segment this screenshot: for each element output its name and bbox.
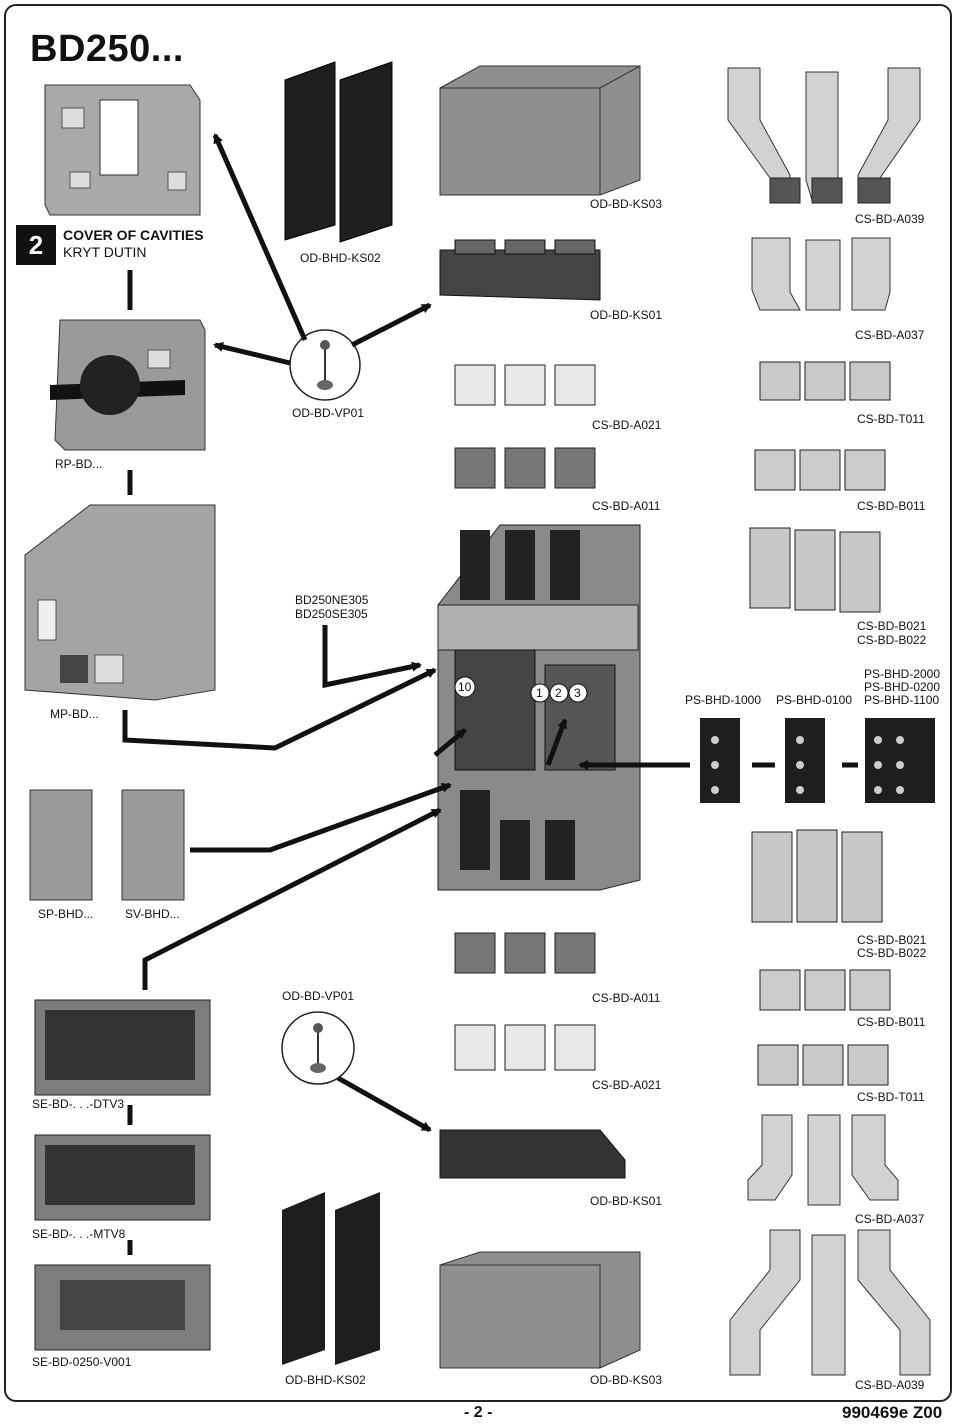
label-se-bd-dtv3: SE-BD-. . .-DTV3 — [32, 1097, 125, 1111]
od-bd-ks03-top-image — [439, 65, 641, 196]
label-cs-bd-a021-top: CS-BD-A021 — [592, 418, 662, 432]
cs-bd-a021-top-image — [454, 364, 596, 406]
cs-bd-a039-top-image — [727, 67, 921, 204]
sp-bhd-image — [29, 789, 93, 901]
cs-bd-b021-b022-bottom-image — [751, 829, 883, 923]
label-cs-bd-b022-top: CS-BD-B022 — [857, 633, 927, 647]
label-od-bd-ks01-bottom: OD-BD-KS01 — [590, 1194, 663, 1208]
rp-bd-image — [50, 319, 206, 451]
label-bd250ne305: BD250NE305 — [295, 593, 369, 607]
cs-bd-a037-top-image — [751, 237, 891, 311]
label-cs-bd-a037-top: CS-BD-A037 — [855, 328, 925, 342]
cover-top-image — [44, 84, 201, 216]
se-bd-mtv8-image — [34, 1134, 211, 1221]
ps-bhd-0100-image — [785, 718, 825, 803]
cs-bd-b021-b022-top-image — [749, 527, 881, 613]
label-cs-bd-a039-top: CS-BD-A039 — [855, 212, 925, 226]
connector-lines — [122, 270, 452, 1255]
label-cs-bd-b022-bottom: CS-BD-B022 — [857, 946, 927, 960]
od-bd-vp01-top-image — [289, 329, 361, 401]
label-cs-bd-b021-bottom: CS-BD-B021 — [857, 933, 927, 947]
label-ps-bhd-0100: PS-BHD-0100 — [776, 693, 853, 707]
od-bd-ks01-bottom-image — [439, 1129, 626, 1179]
label-cs-bd-b011-top: CS-BD-B011 — [857, 499, 926, 513]
page-number: - 2 - — [464, 1404, 493, 1421]
callout-10 — [454, 676, 476, 698]
callout-2-label: 2 — [555, 686, 562, 700]
label-cs-bd-a037-bottom: CS-BD-A037 — [855, 1212, 925, 1226]
od-bd-ks01-top-image — [439, 239, 601, 301]
label-sp-bhd: SP-BHD... — [38, 907, 94, 921]
label-sv-bhd: SV-BHD... — [125, 907, 180, 921]
ps-bhd-2000-image — [865, 718, 935, 803]
label-cs-bd-a039-bottom: CS-BD-A039 — [855, 1378, 925, 1392]
label-od-bd-ks03-top: OD-BD-KS03 — [590, 197, 663, 211]
document-code: 990469e Z00 — [842, 1403, 943, 1422]
label-ps-bhd-1100: PS-BHD-1100 — [864, 693, 940, 707]
cs-bd-t011-top-image — [759, 361, 891, 401]
callout-1-label: 1 — [536, 686, 543, 700]
label-od-bd-vp01-bottom: OD-BD-VP01 — [282, 989, 355, 1003]
assembly-arrows — [212, 133, 690, 1133]
cs-bd-a011-top-image — [454, 447, 596, 489]
cs-bd-a037-bottom-image — [747, 1114, 899, 1206]
callout-1 — [530, 683, 550, 703]
se-bd-dtv3-image — [34, 999, 211, 1096]
label-bd250se305: BD250SE305 — [295, 607, 368, 621]
od-bd-vp01-bottom-image — [281, 1011, 355, 1085]
label-cs-bd-t011-bottom: CS-BD-T011 — [857, 1090, 925, 1104]
label-od-bd-ks01-top: OD-BD-KS01 — [590, 308, 663, 322]
label-mp-bd: MP-BD... — [50, 707, 99, 721]
od-bd-ks03-bottom-image — [439, 1251, 641, 1369]
label-od-bhd-ks02-bottom: OD-BHD-KS02 — [285, 1373, 366, 1387]
callout-10-label: 10 — [458, 680, 472, 694]
callout-3 — [568, 683, 588, 703]
label-cs-bd-t011-top: CS-BD-T011 — [857, 412, 925, 426]
cs-bd-a011-bottom-image — [454, 932, 596, 974]
label-cs-bd-a011-top: CS-BD-A011 — [592, 499, 661, 513]
label-od-bd-ks03-bottom: OD-BD-KS03 — [590, 1373, 663, 1387]
label-cs-bd-a021-bottom: CS-BD-A021 — [592, 1078, 662, 1092]
label-se-bd-mtv8: SE-BD-. . .-MTV8 — [32, 1227, 126, 1241]
label-rp-bd: RP-BD... — [55, 457, 103, 471]
cs-bd-a021-bottom-image — [454, 1024, 596, 1071]
label-od-bhd-ks02-top: OD-BHD-KS02 — [300, 251, 381, 265]
label-ps-bhd-0200: PS-BHD-0200 — [864, 680, 941, 694]
callout-3-label: 3 — [574, 686, 581, 700]
label-se-bd-0250-v001: SE-BD-0250-V001 — [32, 1355, 132, 1369]
se-bd-0250-v001-image — [34, 1264, 211, 1351]
cs-bd-b011-top-image — [754, 449, 886, 491]
section-number-badge: 2 — [16, 225, 56, 265]
label-cs-bd-a011-bottom: CS-BD-A011 — [592, 991, 661, 1005]
sv-bhd-image — [121, 789, 185, 901]
mp-bd-image — [24, 504, 216, 701]
od-bhd-ks02-bottom-image — [282, 1192, 380, 1365]
cs-bd-t011-bottom-image — [757, 1044, 889, 1086]
od-bhd-ks02-top-image — [284, 61, 393, 243]
label-od-bd-vp01-top: OD-BD-VP01 — [292, 406, 365, 420]
label-ps-bhd-1000: PS-BHD-1000 — [685, 693, 762, 707]
page-frame — [4, 4, 952, 1402]
bd250-breaker-image — [437, 524, 641, 891]
page-title: BD250... — [30, 28, 184, 70]
callout-2 — [549, 683, 569, 703]
cs-bd-b011-bottom-image — [759, 969, 891, 1011]
label-cs-bd-b021-top: CS-BD-B021 — [857, 619, 927, 633]
cs-bd-a039-bottom-image — [729, 1229, 931, 1376]
ps-bhd-1000-image — [700, 718, 740, 803]
section-title: COVER OF CAVITIES — [63, 227, 204, 243]
label-cs-bd-b011-bottom: CS-BD-B011 — [857, 1015, 926, 1029]
section-subtitle: KRYT DUTIN — [63, 244, 147, 260]
label-ps-bhd-2000: PS-BHD-2000 — [864, 667, 941, 681]
